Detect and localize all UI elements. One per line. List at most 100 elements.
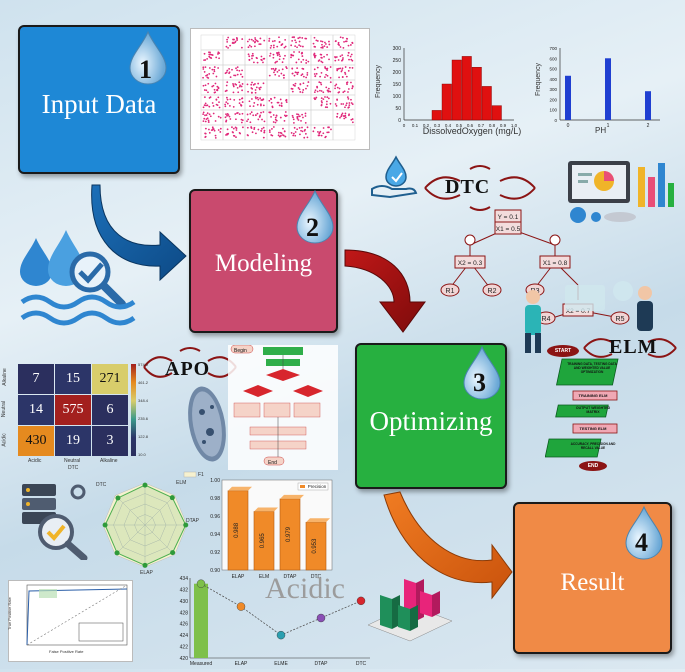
scatter-point (302, 82, 305, 85)
scatter-point (313, 91, 316, 94)
scatter-point (338, 76, 340, 79)
scatter-point (213, 70, 216, 73)
cm-cell-0-1: 15 (55, 364, 91, 394)
scatter-point (256, 96, 259, 99)
cm-cell-2-1: 19 (55, 426, 91, 456)
scatter-point (271, 134, 274, 137)
precision-value-label: 0.953 (312, 538, 318, 554)
scatter-point (225, 101, 228, 104)
scatter-point (227, 36, 230, 39)
scatter-point (329, 102, 332, 105)
scatter-point (280, 134, 282, 137)
scatter-point (296, 71, 298, 74)
scatter-point (208, 73, 211, 75)
dashboard-icon (568, 161, 674, 223)
scatter-point (203, 89, 206, 91)
scatter-point (218, 106, 221, 109)
scatter-point (219, 127, 222, 130)
scatter-point (226, 133, 229, 136)
scatter-point (217, 129, 220, 131)
scatter-point (320, 134, 323, 137)
scatter-point (350, 53, 353, 56)
scatter-point (338, 87, 341, 90)
scatter-point (343, 117, 346, 120)
scatter-point (248, 55, 251, 58)
scatter-point (347, 97, 350, 100)
acidic-point (276, 630, 286, 640)
scatter-point (342, 46, 345, 49)
scatter-point (279, 116, 282, 119)
scatter-point (263, 39, 266, 42)
scatter-point (239, 73, 242, 76)
scatter-point (252, 105, 255, 108)
scatter-point (279, 55, 281, 58)
scatter-point (303, 136, 306, 139)
water-drop-icon (463, 345, 501, 400)
scatter-point (263, 131, 266, 134)
scatter-point (329, 76, 332, 79)
radar-label: DTAP (186, 518, 199, 524)
scatter-point (206, 112, 209, 115)
scatter-point (298, 40, 301, 43)
scatter-point (325, 43, 327, 45)
scatter-point (205, 104, 207, 107)
x-tick-label: ELAP (232, 574, 245, 580)
scatter-point (316, 86, 319, 89)
scatter-point (336, 99, 339, 101)
scatter-point (219, 116, 222, 119)
scatter-point (241, 89, 244, 92)
scatter-point (247, 90, 249, 93)
scatter-point (313, 68, 316, 71)
elm-step-shape (572, 390, 618, 401)
scatter-point (217, 96, 220, 99)
y-tick-label: 426 (180, 622, 189, 628)
scatter-point (284, 39, 287, 41)
scatter-point (225, 119, 228, 122)
apo-box (263, 347, 303, 355)
elm-step-3: OUTPUT WEIGHTED MATRIX (575, 406, 611, 414)
scatter-point (345, 102, 348, 105)
scatter-point (336, 115, 338, 118)
scatter-point (324, 76, 326, 79)
scatter-point (292, 118, 295, 121)
y-tick-label: 100 (549, 108, 557, 113)
step-optimizing: Optimizing (355, 343, 507, 489)
scatter-point (302, 58, 305, 61)
scatter-point (273, 71, 275, 74)
scatter-point (324, 96, 326, 98)
scatter-point (238, 102, 241, 105)
scatter-point (241, 69, 243, 72)
scatter-point (305, 87, 307, 90)
scatter-point (315, 72, 318, 75)
scatter-point (249, 112, 252, 115)
confusion-matrix: 7 15 271 14 575 6 430 19 3 Alkaline Neut… (0, 352, 148, 472)
scatter-point (260, 103, 262, 106)
scatter-point (202, 113, 205, 116)
scatter-point (208, 131, 211, 134)
scatter-point (284, 135, 287, 138)
scatter-point (226, 38, 228, 41)
scatter-point (312, 42, 315, 45)
scatter-point (341, 76, 344, 79)
scatter-point (202, 66, 205, 69)
scatter-point (211, 54, 214, 56)
scatter-point (306, 74, 309, 76)
scatter-point (318, 89, 321, 92)
cm-cell-2-2: 3 (92, 426, 128, 456)
scatter-point (325, 67, 328, 70)
scatter-point (232, 131, 234, 134)
scatter-point (305, 59, 308, 62)
scatter-point (336, 86, 339, 89)
scatter-point (282, 127, 284, 130)
tree-node-label: Y = 0.1 (498, 214, 519, 221)
scatter-point (272, 44, 275, 47)
scatter-point (301, 67, 304, 70)
scatter-point (252, 39, 255, 42)
scatter-point (275, 119, 278, 122)
scatter-point (272, 53, 275, 56)
y-tick-label: 250 (393, 58, 402, 64)
scatter-point (302, 75, 305, 78)
scatter-point (226, 40, 229, 43)
